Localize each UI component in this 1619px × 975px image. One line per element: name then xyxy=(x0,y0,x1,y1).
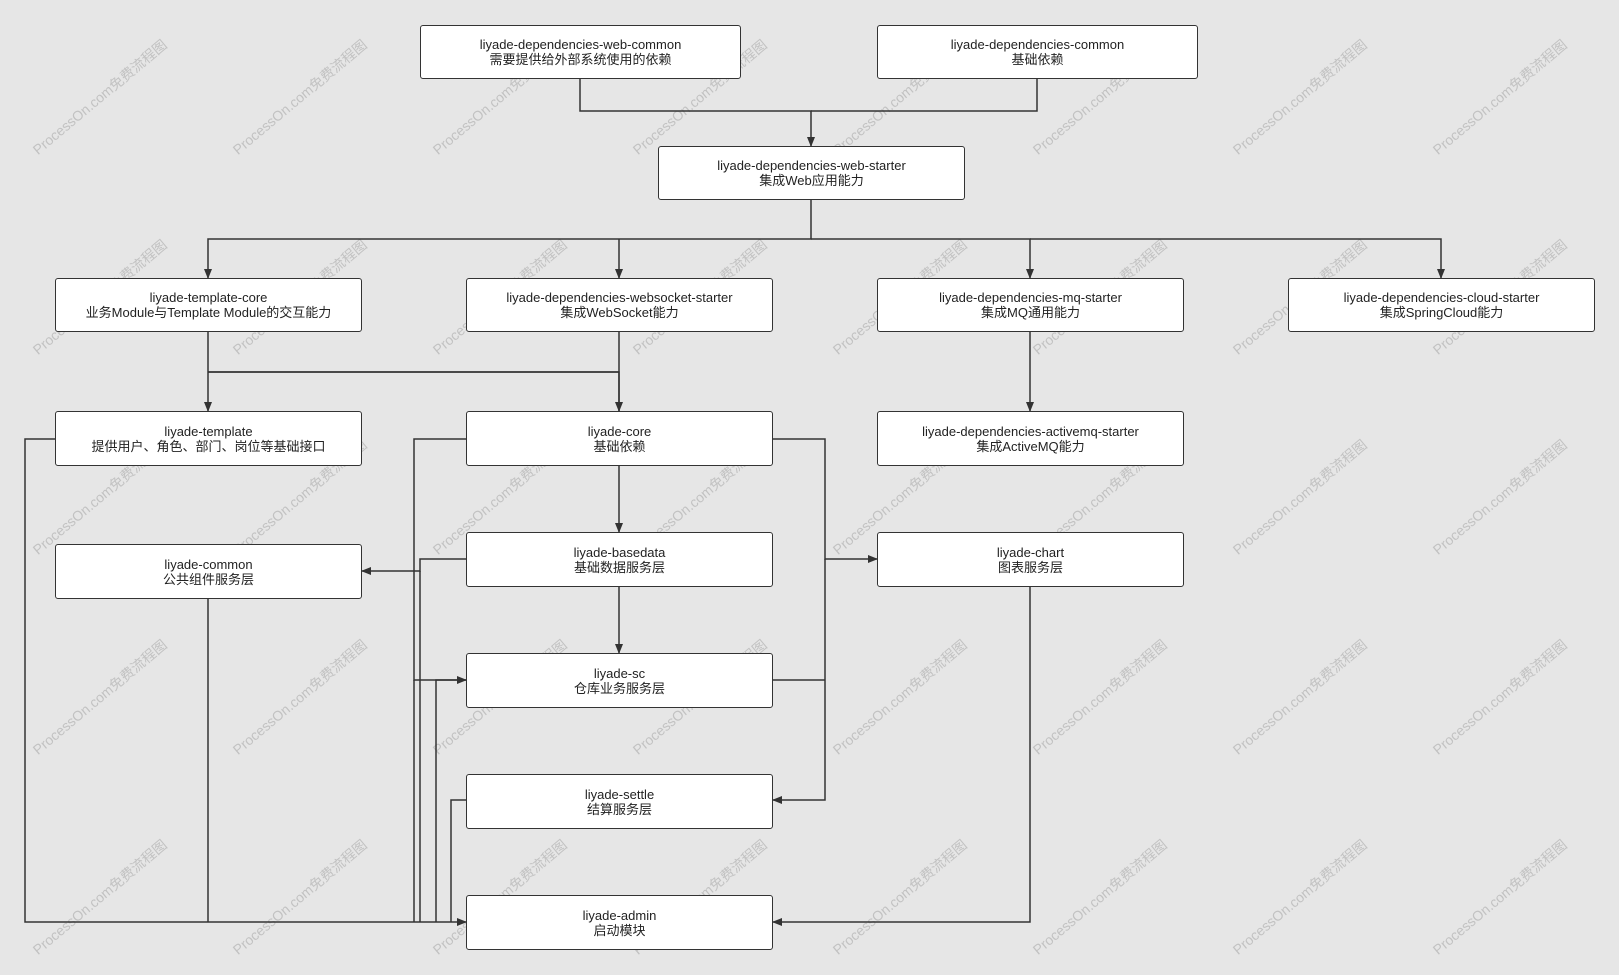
edge-web-starter-to-template-core xyxy=(204,199,812,279)
node-common-desc: 公共组件服务层 xyxy=(162,571,254,587)
node-web-common[interactable]: liyade-dependencies-web-common 需要提供给外部系统… xyxy=(420,25,741,79)
node-sc-name: liyade-sc xyxy=(593,665,646,681)
node-common-dep[interactable]: liyade-dependencies-common 基础依赖 xyxy=(877,25,1198,79)
node-cloud[interactable]: liyade-dependencies-cloud-starter 集成Spri… xyxy=(1288,278,1595,332)
node-settle-name: liyade-settle xyxy=(584,786,655,802)
node-common-name: liyade-common xyxy=(164,556,253,572)
node-web-common-name: liyade-dependencies-web-common xyxy=(479,37,682,52)
node-chart-desc: 图表服务层 xyxy=(997,559,1063,575)
node-chart-name: liyade-chart xyxy=(996,544,1065,560)
edge-core-to-settle xyxy=(772,559,826,804)
node-chart[interactable]: liyade-chart 图表服务层 xyxy=(877,532,1184,587)
edge-sc-to-admin xyxy=(435,679,466,922)
node-cloud-name: liyade-dependencies-cloud-starter xyxy=(1343,290,1540,305)
edge-web-common-to-web-starter xyxy=(579,79,815,147)
node-mq-desc: 集成MQ通用能力 xyxy=(981,305,1080,320)
node-websocket[interactable]: liyade-dependencies-websocket-starter 集成… xyxy=(466,278,773,332)
node-template[interactable]: liyade-template 提供用户、角色、部门、岗位等基础接口 xyxy=(55,411,362,466)
node-web-starter-desc: 集成Web应用能力 xyxy=(759,173,864,188)
node-core-desc: 基础依赖 xyxy=(593,438,646,454)
node-core[interactable]: liyade-core 基础依赖 xyxy=(466,411,773,466)
node-admin-name: liyade-admin xyxy=(582,907,657,923)
node-common-dep-desc: 基础依赖 xyxy=(1011,52,1064,67)
node-cloud-desc: 集成SpringCloud能力 xyxy=(1379,305,1504,320)
node-admin[interactable]: liyade-admin 启动模块 xyxy=(466,895,773,950)
node-template-core-name: liyade-template-core xyxy=(149,290,268,305)
node-activemq-name: liyade-dependencies-activemq-starter xyxy=(922,423,1139,439)
edge-template-to-admin xyxy=(24,438,467,926)
edge-settle-to-admin xyxy=(450,799,466,922)
node-activemq[interactable]: liyade-dependencies-activemq-starter 集成A… xyxy=(877,411,1184,466)
node-sc[interactable]: liyade-sc 仓库业务服务层 xyxy=(466,653,773,708)
node-common[interactable]: liyade-common 公共组件服务层 xyxy=(55,544,362,599)
node-admin-desc: 启动模块 xyxy=(593,922,646,938)
node-basedata-name: liyade-basedata xyxy=(573,544,666,560)
node-basedata[interactable]: liyade-basedata 基础数据服务层 xyxy=(466,532,773,587)
edge-web-starter-to-mq xyxy=(811,238,1034,279)
node-web-common-desc: 需要提供给外部系统使用的依赖 xyxy=(489,52,672,67)
node-template-desc: 提供用户、角色、部门、岗位等基础接口 xyxy=(91,438,326,454)
node-template-core[interactable]: liyade-template-core 业务Module与Template M… xyxy=(55,278,362,332)
edge-chart-to-admin xyxy=(772,586,1031,926)
edge-core-to-chart xyxy=(773,438,878,563)
edge-basedata-to-common xyxy=(361,558,466,575)
edge-template-core-to-core xyxy=(208,371,623,412)
node-mq[interactable]: liyade-dependencies-mq-starter 集成MQ通用能力 xyxy=(877,278,1184,332)
node-basedata-desc: 基础数据服务层 xyxy=(573,559,665,575)
node-web-starter[interactable]: liyade-dependencies-web-starter 集成Web应用能… xyxy=(658,146,965,200)
node-web-starter-name: liyade-dependencies-web-starter xyxy=(717,158,906,173)
node-template-name: liyade-template xyxy=(164,423,253,439)
edge-web-starter-to-cloud xyxy=(1030,238,1445,279)
node-mq-name: liyade-dependencies-mq-starter xyxy=(939,290,1122,305)
node-websocket-desc: 集成WebSocket能力 xyxy=(560,305,679,320)
node-websocket-name: liyade-dependencies-websocket-starter xyxy=(506,290,733,305)
edge-common-dep-to-web-starter xyxy=(811,79,1038,112)
node-settle-desc: 结算服务层 xyxy=(586,801,652,817)
node-common-dep-name: liyade-dependencies-common xyxy=(950,37,1125,52)
node-template-core-desc: 业务Module与Template Module的交互能力 xyxy=(85,305,332,320)
node-core-name: liyade-core xyxy=(587,423,652,439)
node-activemq-desc: 集成ActiveMQ能力 xyxy=(976,438,1085,454)
node-settle[interactable]: liyade-settle 结算服务层 xyxy=(466,774,773,829)
node-sc-desc: 仓库业务服务层 xyxy=(573,680,665,696)
